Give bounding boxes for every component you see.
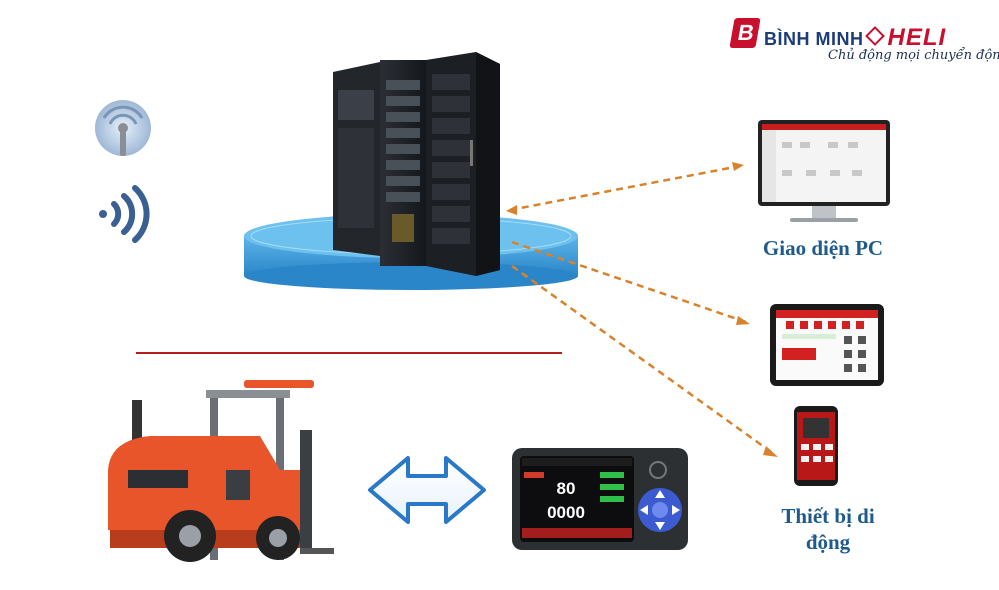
brand-slogan: Chủ động mọi chuyển động	[828, 48, 999, 63]
double-arrow-icon	[368, 456, 486, 524]
arrowhead-phone	[763, 446, 778, 457]
pc-monitor	[758, 120, 890, 222]
phone-device	[794, 406, 838, 486]
brand-name-part1: BÌNH MINH	[764, 29, 864, 49]
brand-name-part2: HELI	[887, 24, 947, 51]
forklift	[108, 380, 334, 562]
arrow-to-tablet	[511, 240, 747, 324]
wireless-signal-icon	[99, 185, 150, 243]
arrowhead-server	[506, 205, 517, 215]
mobile-device-label-line1: Thiết bị di	[781, 504, 875, 528]
forklift-display-unit: 80 0000	[512, 448, 688, 550]
arrow-to-phone	[511, 264, 775, 456]
display-reading-1: 80	[557, 479, 576, 498]
server-cabinet	[333, 52, 500, 276]
arrowhead-pc	[732, 162, 744, 171]
arrowhead-tablet	[736, 316, 750, 325]
brand-name: BÌNH MINH HELI	[764, 24, 946, 52]
connection-arrows	[509, 164, 775, 456]
arrow-to-pc	[509, 164, 741, 212]
divider-line	[136, 352, 562, 354]
tablet-device	[770, 304, 884, 386]
antenna-icon	[95, 100, 151, 156]
pc-interface-label: Giao diện PC	[762, 236, 884, 260]
mobile-device-label-line2: động	[805, 530, 851, 554]
display-reading-2: 0000	[547, 503, 585, 522]
